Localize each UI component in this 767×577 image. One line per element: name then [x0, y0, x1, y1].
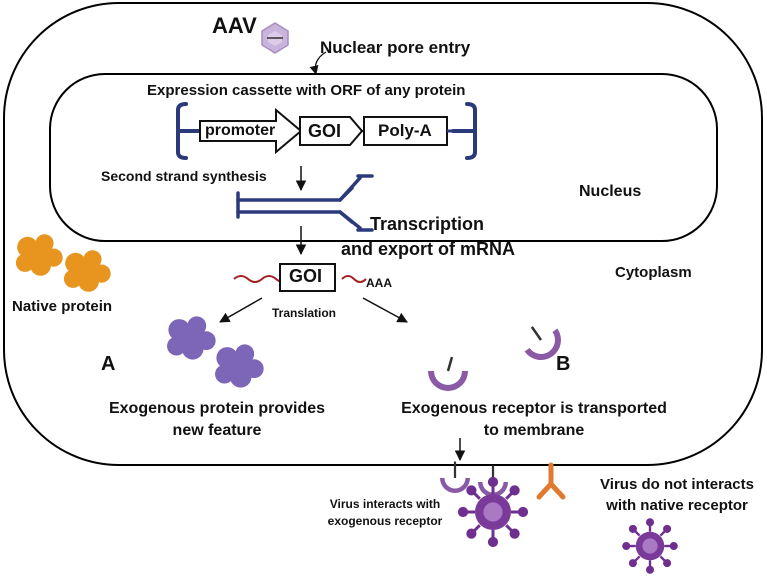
goi-box-shape — [299, 116, 364, 146]
cell-membrane — [3, 2, 763, 466]
cytoplasm-label: Cytoplasm — [615, 264, 692, 281]
nucleus-label: Nucleus — [579, 183, 642, 200]
dsdna-icon — [236, 174, 374, 232]
transcription-label: Transcription — [370, 214, 485, 234]
virus-interacts-line1: Virus interacts with — [329, 497, 441, 511]
poly-a-label: Poly-A — [378, 121, 432, 140]
aav-label: AAV — [212, 13, 257, 38]
receptor-icon — [428, 326, 569, 391]
exogenous-protein-icon — [167, 316, 264, 388]
poly-a-box-shape — [363, 116, 448, 146]
translation-arrow-left — [219, 297, 263, 323]
goi-label: GOI — [308, 121, 342, 141]
panel-b-label: B — [556, 353, 571, 375]
translation-arrow-right — [362, 297, 408, 323]
promoter-label: promoter — [205, 122, 276, 139]
exogenous-receptor-line2: to membrane — [483, 422, 585, 439]
virus-not-interacts-line1: Virus do not interacts — [600, 476, 754, 493]
nuclear-entry-arrow — [309, 51, 327, 75]
nuclear-pore-entry-label: Nuclear pore entry — [320, 38, 471, 57]
exogenous-receptor-line1: Exogenous receptor is transported — [401, 400, 667, 417]
exogenous-protein-line2: new feature — [172, 422, 262, 439]
panel-a-label: A — [101, 353, 116, 375]
itr-left-icon — [176, 102, 202, 160]
translation-label: Translation — [272, 306, 337, 320]
exogenous-protein-line1: Exogenous protein provides — [108, 400, 326, 417]
poly-a-tail-label: AAA — [366, 276, 392, 290]
export-mrna-label: and export of mRNA — [341, 239, 516, 259]
mrna-goi-label: GOI — [289, 266, 323, 286]
itr-right-icon — [451, 102, 477, 160]
native-protein-label: Native protein — [12, 298, 113, 315]
native-receptor-icon — [536, 462, 566, 500]
second-strand-label: Second strand synthesis — [101, 168, 267, 184]
mrna-goi-box — [279, 263, 336, 292]
nucleus-envelope — [49, 73, 718, 242]
expression-cassette-label: Expression cassette with ORF of any prot… — [147, 82, 466, 99]
virus-not-interacts-line2: with native receptor — [606, 497, 748, 514]
virus-interacts-line2: exogenous receptor — [327, 514, 443, 528]
native-protein-icon — [15, 234, 111, 292]
aav-capsid-icon — [261, 22, 289, 54]
promoter-arrow-shape — [199, 107, 303, 155]
